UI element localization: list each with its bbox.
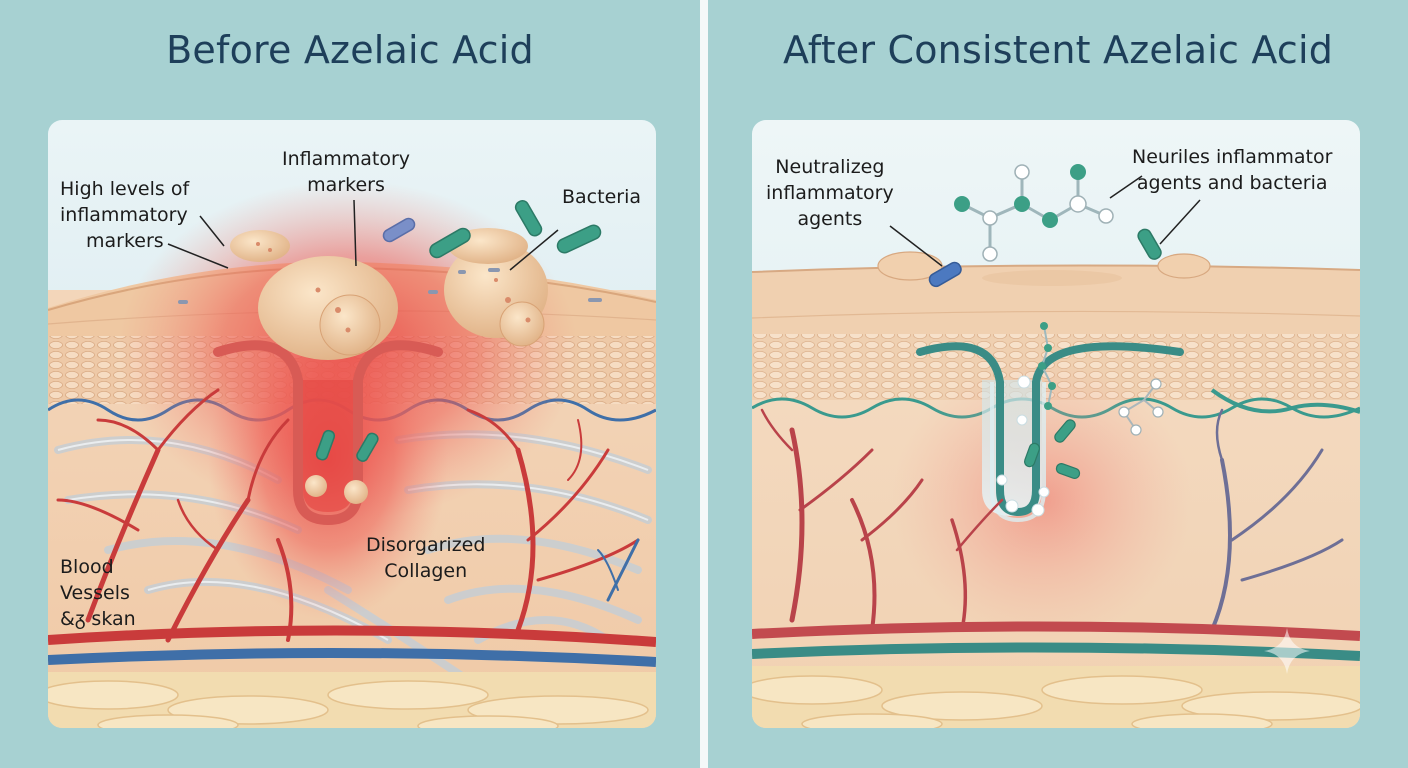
- high-levels-label-line3: markers: [86, 230, 164, 252]
- before-panel: Before Azelaic Acid: [0, 0, 700, 768]
- inflammatory-markers-label-line2: markers: [307, 174, 385, 196]
- neutralize-label: Neutralizeg inflammatory agents: [766, 154, 894, 232]
- blood-vessels-label-line2: Vessels: [60, 582, 130, 604]
- neuriles-label-line1: Neuriles inflammator: [1132, 146, 1333, 168]
- blood-vessels-label-line1: Blood: [60, 556, 114, 578]
- inflammatory-markers-label: Inflammatory markers: [282, 146, 410, 198]
- blood-vessels-label: Blood Vessels &ᵹ skan: [60, 554, 136, 632]
- blood-vessels-label-line3: &ᵹ skan: [60, 608, 136, 630]
- sparkle-icon: [1264, 628, 1310, 674]
- neutralize-label-line3: agents: [797, 208, 863, 230]
- after-skin-illustration: [752, 120, 1360, 728]
- neuriles-label: Neuriles inflammator agents and bacteria: [1132, 144, 1332, 196]
- neuriles-label-line2: agents and bacteria: [1136, 172, 1328, 194]
- after-skin-cross-section: [752, 120, 1360, 728]
- high-levels-label: High levels of inflammatory markers: [60, 176, 189, 254]
- bacteria-label: Bacteria: [562, 186, 641, 208]
- before-skin-cross-section: [48, 120, 656, 728]
- collagen-label-line1: Disorgarized: [366, 534, 486, 556]
- neutralize-label-line1: Neutralizeg: [775, 156, 885, 178]
- high-levels-label-line2: inflammatory: [60, 204, 188, 226]
- after-panel: After Consistent Azelaic Acid: [708, 0, 1408, 768]
- collagen-label: Disorgarized Collagen: [366, 532, 485, 584]
- high-levels-label-line1: High levels of: [60, 178, 190, 200]
- neutralize-label-line2: inflammatory: [766, 182, 894, 204]
- collagen-label-line2: Collagen: [384, 560, 468, 582]
- panel-divider: [700, 0, 708, 768]
- inflammatory-markers-label-line1: Inflammatory: [282, 148, 411, 170]
- before-skin-illustration: [48, 120, 656, 728]
- after-panel-title: After Consistent Azelaic Acid: [782, 28, 1334, 72]
- before-panel-title: Before Azelaic Acid: [166, 28, 534, 72]
